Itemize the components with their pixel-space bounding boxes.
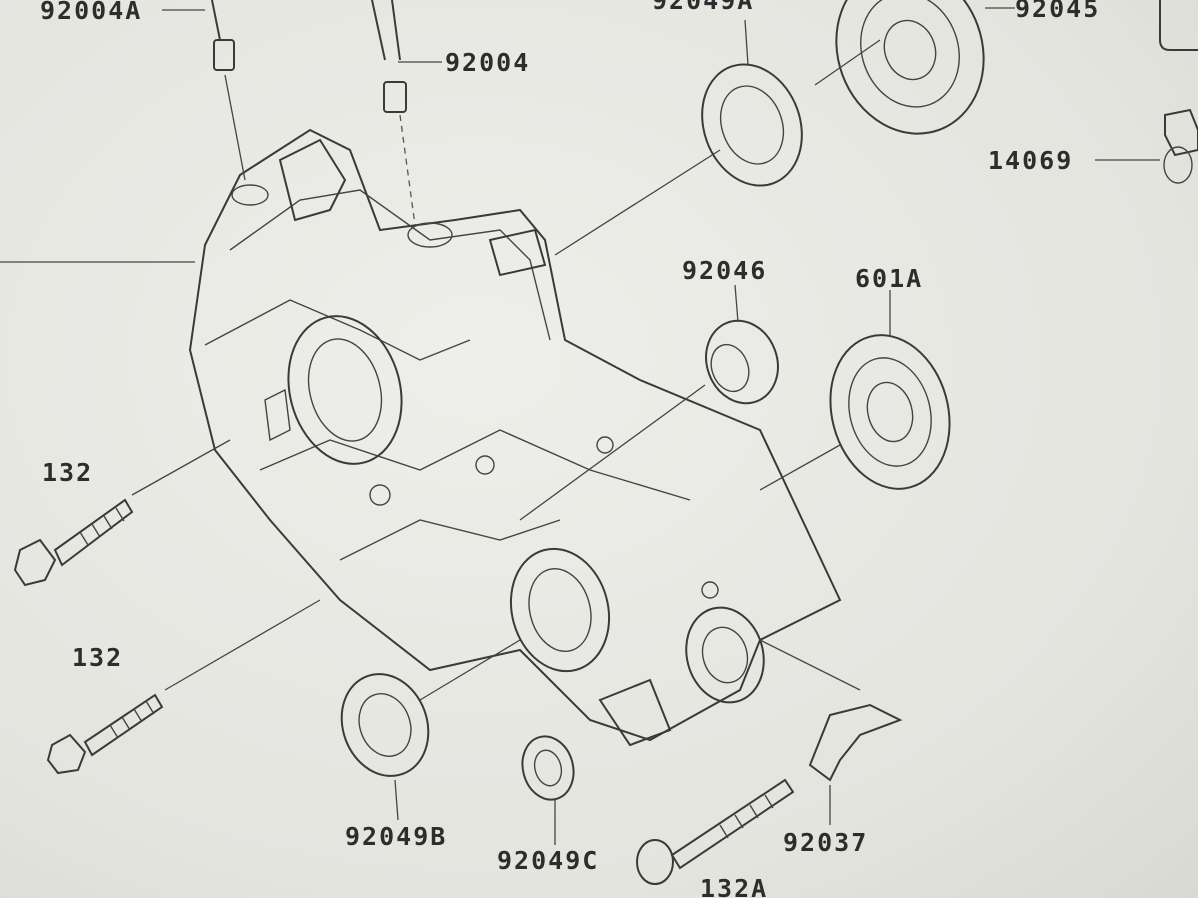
bolt-132-upper	[13, 439, 231, 587]
stud-92004A	[211, 0, 246, 181]
callout-92004: 92004	[445, 48, 531, 77]
callout-92046: 92046	[682, 256, 768, 285]
callout-14069: 14069	[988, 146, 1074, 175]
bearing-92045	[814, 0, 1015, 135]
bolt-132A	[636, 778, 795, 885]
stud-92004	[371, 0, 416, 226]
callout-92049B: 92049B	[345, 822, 448, 851]
callout-92004A: 92004A	[40, 0, 143, 25]
housing-body	[188, 128, 842, 747]
callout-132A: 132A	[700, 874, 769, 898]
callout-92045: 92045	[1015, 0, 1101, 23]
clip-92037	[759, 639, 903, 825]
callout-92049C: 92049C	[497, 846, 600, 875]
seal-92049A	[554, 19, 803, 256]
bolt-132-lower	[46, 599, 321, 775]
callout-92037: 92037	[783, 828, 869, 857]
fastener-14069	[1095, 0, 1198, 184]
callout-92049A: 92049A	[652, 0, 755, 15]
seal-92049C	[521, 735, 575, 845]
seal-92049B	[340, 639, 521, 821]
bearing-601A	[759, 290, 951, 491]
callout-601A: 601A	[855, 264, 924, 293]
callout-132-upper: 132	[42, 458, 94, 487]
bushing-92046	[519, 284, 779, 521]
callout-132-lower: 132	[72, 643, 124, 672]
